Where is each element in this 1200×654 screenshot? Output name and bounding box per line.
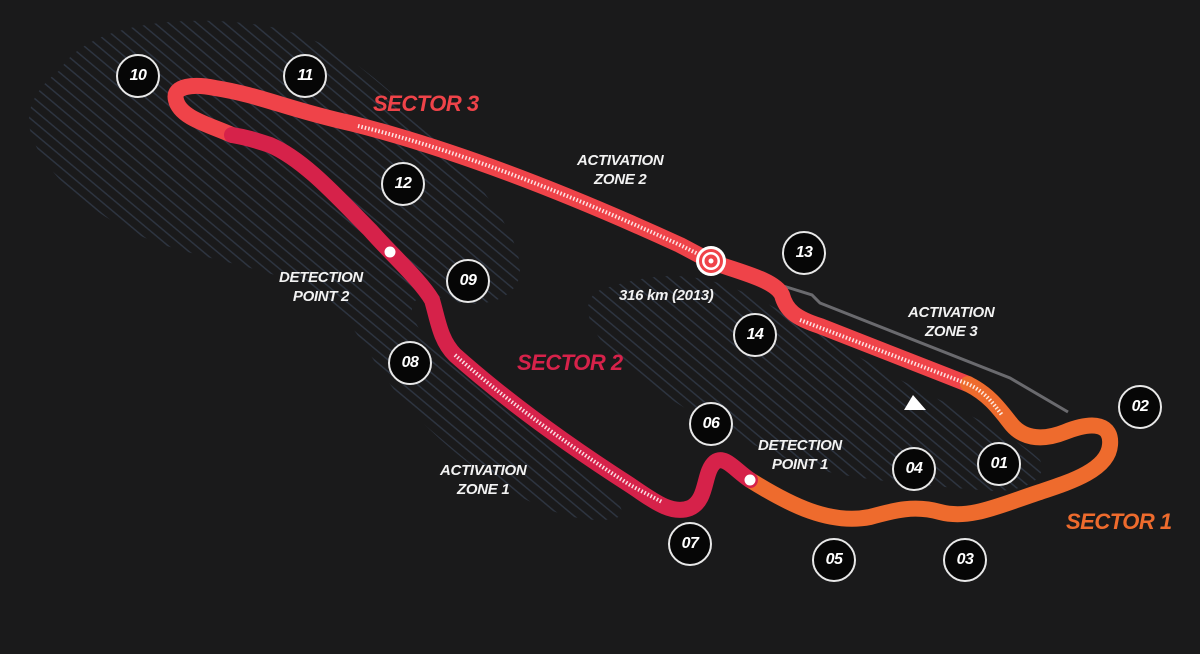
turn-01: 01 <box>977 442 1021 486</box>
park-area-west <box>29 20 622 520</box>
turn-08: 08 <box>388 341 432 385</box>
detection-point-2-line1: DETECTION <box>279 269 363 286</box>
detection-point-2-label: DETECTION POINT 2 <box>279 268 363 306</box>
sector-2-label: SECTOR 2 <box>517 350 623 375</box>
detection-point-2-line2: POINT 2 <box>292 288 350 305</box>
sector-1-track <box>742 376 1119 527</box>
turn-06: 06 <box>689 402 733 446</box>
turn-12: 12 <box>381 162 425 206</box>
turn-13: 13 <box>782 231 826 275</box>
activation-zone-1-label: ACTIVATION ZONE 1 <box>440 461 527 499</box>
drs-zone-1-marker <box>453 353 663 504</box>
turn-04: 04 <box>892 447 936 491</box>
park-area-east <box>588 276 1042 491</box>
turn-03: 03 <box>943 538 987 582</box>
sector-3-label: SECTOR 3 <box>373 91 479 116</box>
activation-zone-3-line1: ACTIVATION <box>908 304 995 321</box>
activation-zone-3-label: ACTIVATION ZONE 3 <box>908 303 995 341</box>
turn-02: 02 <box>1118 385 1162 429</box>
speed-trap-icon <box>696 246 726 276</box>
activation-zone-2-line1: ACTIVATION <box>577 152 664 169</box>
detection-point-1-line1: DETECTION <box>758 437 842 454</box>
direction-arrow-icon <box>904 395 926 410</box>
sector-3-track <box>167 78 976 392</box>
turn-10: 10 <box>116 54 160 98</box>
pit-lane <box>779 283 1069 414</box>
turn-09: 09 <box>446 259 490 303</box>
detection-point-1-dot <box>744 474 756 486</box>
activation-zone-1-line1: ACTIVATION <box>440 462 527 479</box>
activation-zone-2-line2: ZONE 2 <box>594 171 647 188</box>
activation-zone-1-line2: ZONE 1 <box>457 481 510 498</box>
turn-11: 11 <box>283 54 327 98</box>
activation-zone-2-label: ACTIVATION ZONE 2 <box>577 151 664 189</box>
activation-zone-3-line2: ZONE 3 <box>925 323 978 340</box>
turn-07: 07 <box>668 522 712 566</box>
detection-point-1-line2: POINT 1 <box>771 456 829 473</box>
detection-point-2-dot <box>384 246 396 258</box>
turn-14: 14 <box>733 313 777 357</box>
turn-05: 05 <box>812 538 856 582</box>
detection-point-1-label: DETECTION POINT 1 <box>758 436 842 474</box>
drs-zone-3-marker <box>799 318 1004 417</box>
sector-1-label: SECTOR 1 <box>1066 509 1172 534</box>
speed-trap-label: 316 km (2013) <box>619 287 714 304</box>
